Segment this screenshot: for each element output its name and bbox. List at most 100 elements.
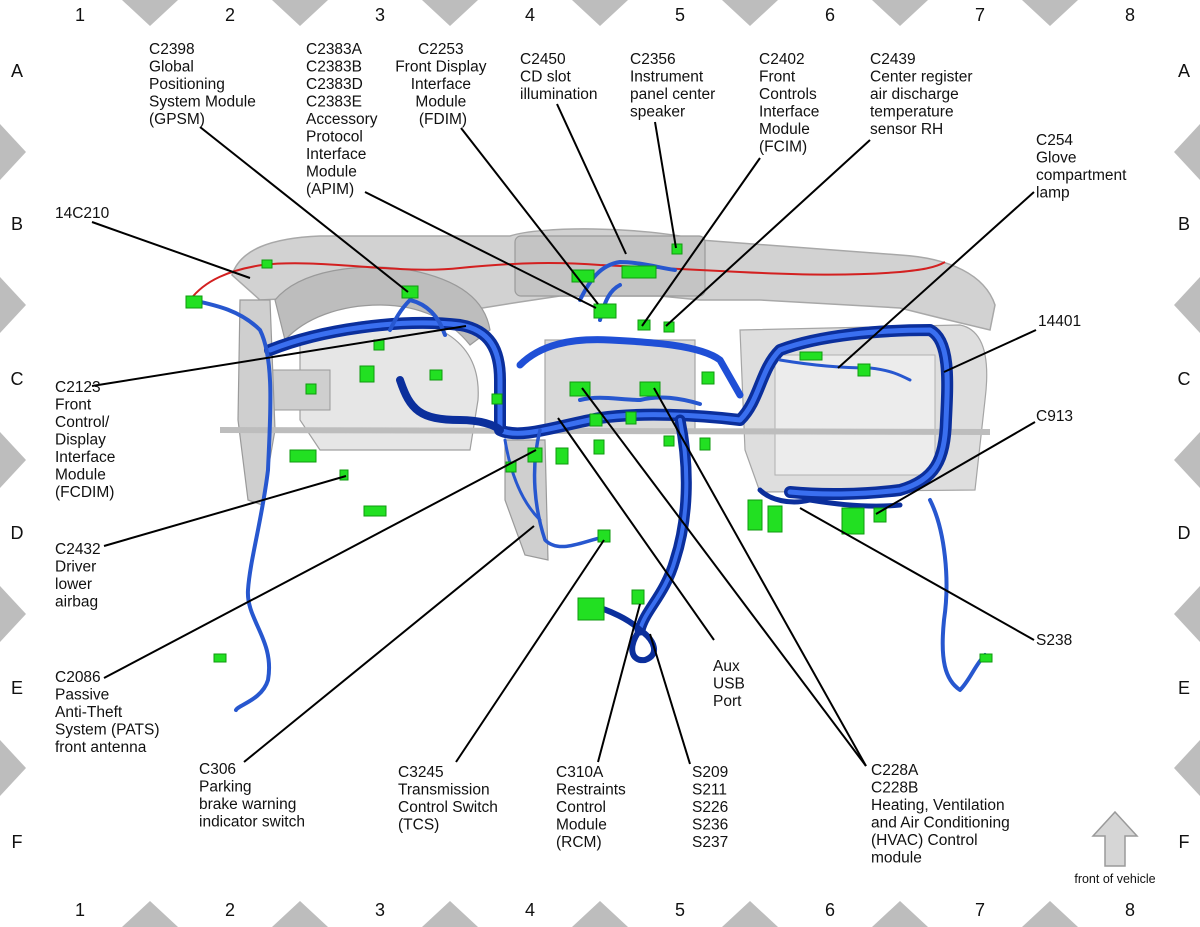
row-label: B — [1178, 214, 1190, 234]
connector-fcdim — [289, 449, 317, 463]
connector-right-1 — [701, 371, 715, 385]
harness-hvac-branch — [578, 395, 702, 406]
leader-c2123 — [91, 325, 467, 387]
callout-c2356: C2356 Instrument panel center speaker — [630, 51, 720, 121]
col-label: 2 — [225, 900, 235, 920]
connector-center-1 — [491, 393, 503, 405]
harness-right-branch — [928, 498, 987, 692]
leader-c310a — [597, 603, 641, 763]
callout-s238: S238 — [1036, 632, 1072, 649]
row-label: A — [11, 61, 23, 81]
row-labels-left: A B C D E F — [11, 61, 24, 852]
connector-right-antenna — [979, 653, 993, 663]
column-labels-bottom: 1 2 3 4 5 6 7 8 — [75, 900, 1135, 920]
column-labels-top: 1 2 3 4 5 6 7 8 — [75, 5, 1135, 25]
leader-c2398 — [199, 126, 409, 293]
leader-c2439 — [665, 139, 871, 327]
leader-c2383 — [364, 191, 597, 309]
callout-14401: 14401 — [1038, 313, 1081, 330]
connector-glove-1 — [799, 351, 823, 361]
callout-c2432: C2432 Driver lower airbag — [55, 541, 105, 611]
connector-fdim — [593, 303, 617, 319]
row-label: E — [1178, 678, 1190, 698]
col-label: 7 — [975, 5, 985, 25]
connector-center-3 — [625, 411, 637, 425]
col-label: 6 — [825, 5, 835, 25]
left-vent — [271, 369, 331, 411]
callout-c3245: C3245 Transmission Control Switch (TCS) — [398, 764, 502, 834]
frame-bottom-chevrons — [122, 901, 1078, 927]
connector-rcm — [577, 597, 605, 621]
connector-14c210-top — [261, 259, 273, 269]
harness-center-down-highlight — [638, 418, 689, 632]
connector-hvac-b — [639, 381, 661, 397]
connector-c913-a — [747, 499, 763, 531]
leader-c228a — [581, 387, 867, 767]
leader-c2086 — [103, 449, 537, 679]
connector-airbag — [339, 469, 349, 481]
connector-center-5 — [663, 435, 675, 447]
leader-c228b — [653, 387, 867, 767]
leader-14401 — [943, 329, 1037, 373]
callout-c2450: C2450 CD slot illumination — [520, 51, 598, 103]
connector-center-top — [621, 265, 657, 279]
connector-c913-d — [873, 507, 887, 523]
callout-c913: C913 — [1036, 408, 1073, 425]
row-label: D — [1178, 523, 1191, 543]
row-label: E — [11, 678, 23, 698]
row-label: F — [1179, 832, 1190, 852]
col-label: 8 — [1125, 900, 1135, 920]
cluster-hood — [274, 266, 491, 346]
frame-left-chevrons — [0, 124, 26, 796]
connector-c913-c — [841, 507, 865, 535]
callout-c228: C228A C228B Heating, Ventilation and Air… — [871, 762, 1014, 867]
harness-console-branch — [532, 428, 607, 549]
callout-c306: C306 Parking brake warning indicator swi… — [199, 761, 305, 831]
leader-s209 — [649, 633, 691, 765]
leader-c2253 — [460, 127, 599, 305]
wiring-harness — [190, 260, 987, 712]
leader-c2402 — [641, 157, 761, 327]
cross-car-beam — [219, 427, 991, 435]
harness-pats-branch — [503, 438, 542, 522]
col-label: 3 — [375, 900, 385, 920]
col-label: 4 — [525, 5, 535, 25]
connector-pats-antenna — [213, 653, 227, 663]
harness-s238-branch — [757, 487, 903, 509]
connector-right-2 — [699, 437, 711, 451]
col-label: 6 — [825, 900, 835, 920]
col-label: 7 — [975, 900, 985, 920]
callout-aux-usb: Aux USB Port — [713, 658, 749, 710]
row-label: C — [1178, 369, 1191, 389]
harness-center-upper — [516, 336, 744, 399]
connector-lower-left — [363, 505, 387, 517]
connector-driver-3 — [429, 369, 443, 381]
col-label: 1 — [75, 900, 85, 920]
glove-box-opening — [774, 354, 936, 476]
col-label: 2 — [225, 5, 235, 25]
row-label: B — [11, 214, 23, 234]
leader-14c210 — [91, 221, 251, 279]
col-label: 3 — [375, 5, 385, 25]
callout-c2123: C2123 Front Control/ Display Interface M… — [55, 379, 120, 501]
row-label: A — [1178, 61, 1190, 81]
connector-gpsm — [401, 285, 419, 299]
leader-lines — [91, 103, 1037, 767]
connector-center-2 — [589, 413, 603, 427]
leader-aux-usb — [557, 417, 715, 641]
col-label: 4 — [525, 900, 535, 920]
connector-aux-usb — [597, 529, 611, 543]
callout-c254: C254 Glove compartment lamp — [1036, 132, 1131, 202]
frame-right-chevrons — [1174, 124, 1200, 796]
connector-speaker — [671, 243, 683, 255]
row-label: D — [11, 523, 24, 543]
front-of-vehicle-label: front of vehicle — [1074, 872, 1155, 886]
harness-center-down — [634, 414, 692, 636]
callout-14c210: 14C210 — [55, 205, 110, 222]
connector-tcs-side — [555, 447, 569, 465]
callout-c2398: C2398 Global Positioning System Module (… — [149, 41, 260, 128]
connector-driver-2 — [359, 365, 375, 383]
connectors — [185, 243, 993, 663]
col-label: 1 — [75, 5, 85, 25]
